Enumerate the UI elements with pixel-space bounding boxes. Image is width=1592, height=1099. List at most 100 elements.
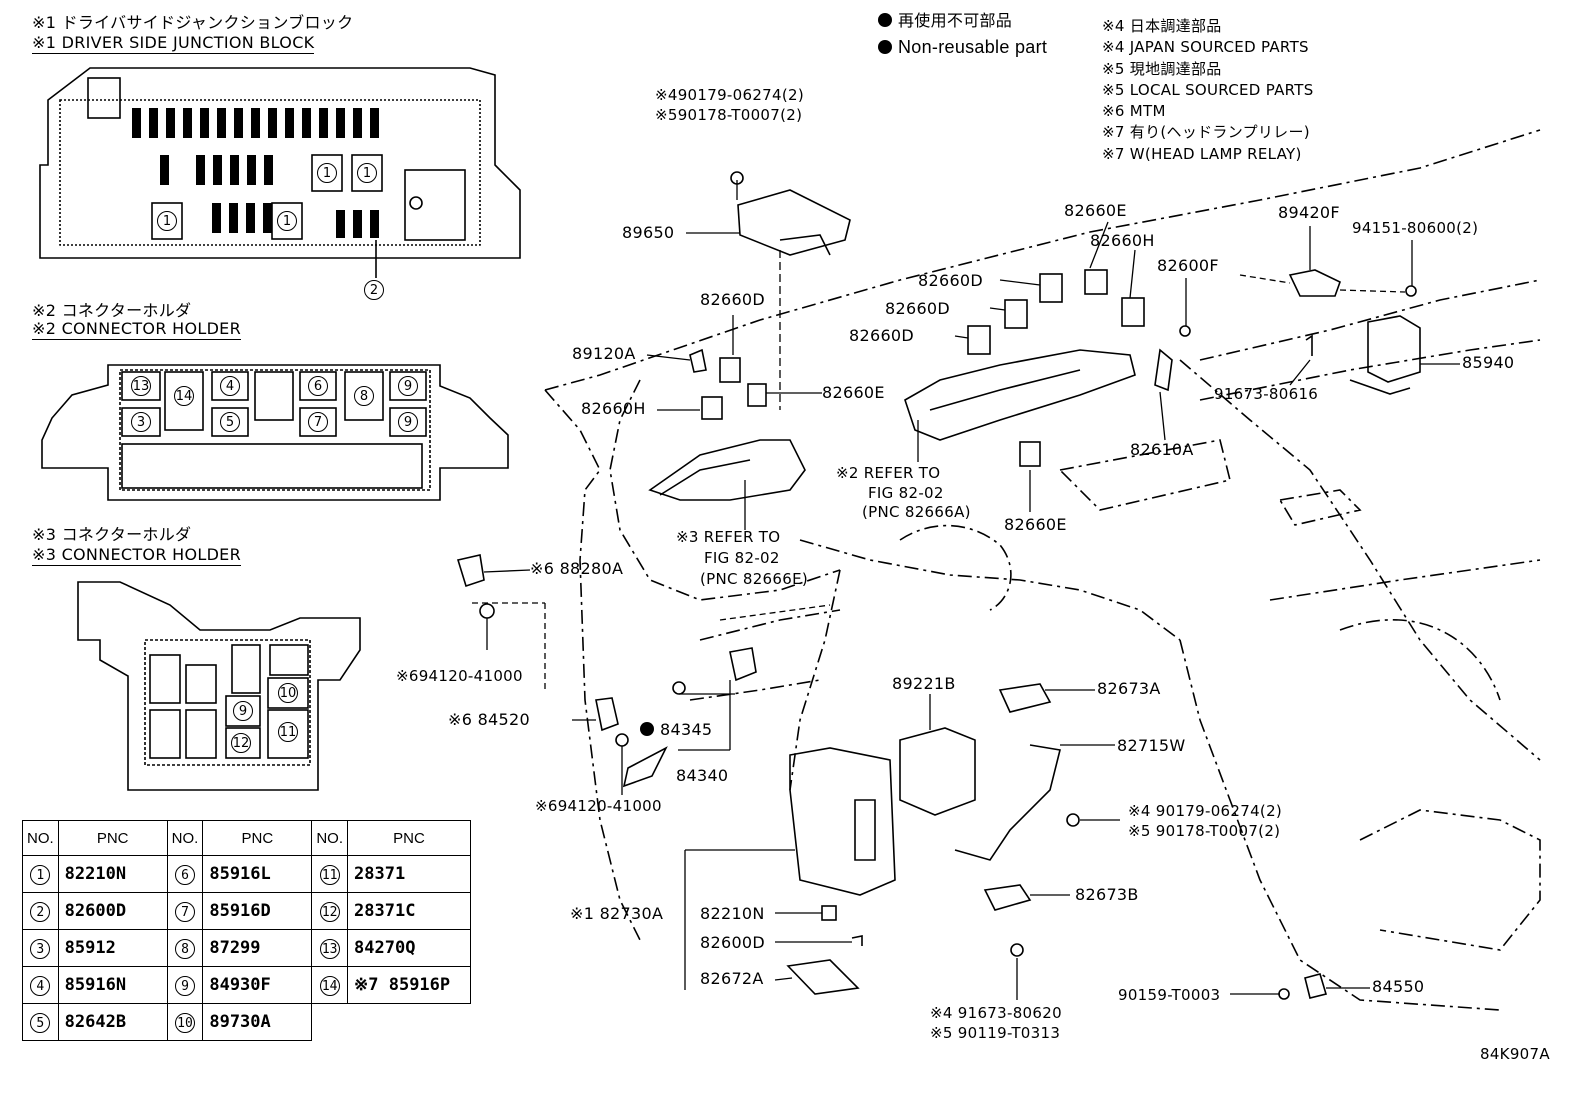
row-number: 9: [175, 975, 195, 996]
label-84340: 84340: [676, 766, 729, 785]
note-7-en: ※7 W(HEAD LAMP RELAY): [1102, 145, 1302, 163]
junction-block-title-en: ※1 DRIVER SIDE JUNCTION BLOCK: [32, 33, 315, 54]
jb-slot-1a: 1: [317, 163, 337, 183]
label-82600D: 82600D: [700, 933, 766, 952]
label-82660D-a: 82660D: [700, 290, 766, 309]
label-84345: 84345: [640, 721, 712, 739]
junction-block-callout: 2: [364, 280, 384, 300]
ch2-slot-9a: 9: [398, 376, 418, 396]
note-6: ※6 MTM: [1102, 102, 1166, 120]
ch2-slot-3: 3: [131, 412, 151, 432]
row-number: 5: [30, 1012, 51, 1033]
ch2-slot-8: 8: [354, 386, 374, 406]
label-90159: 90159-T0003: [1118, 986, 1221, 1004]
label-refer2-c: (PNC 82666A): [862, 503, 971, 521]
note-5-jp: ※5 現地調達部品: [1102, 60, 1222, 78]
ch3-slot-12: 12: [231, 733, 251, 753]
pnc-cell: 28371C: [347, 892, 472, 930]
table-row: 4 85916N 9 84930F 14 ※7 85916P: [22, 966, 472, 1004]
jb-slot-1d: 1: [277, 211, 297, 231]
pnc-cell: ※7 85916P: [347, 966, 472, 1004]
label-90179-top: ※490179-06274(2): [655, 86, 805, 104]
label-82600F: 82600F: [1157, 256, 1219, 275]
table-row: 2 82600D 7 85916D 12 28371C: [22, 892, 472, 930]
header-pnc-1: PNC: [57, 820, 168, 856]
label-91673-a: 91673-80616: [1214, 385, 1319, 403]
connector-holder-2-title-en: ※2 CONNECTOR HOLDER: [32, 319, 242, 340]
label-refer3-a: ※3 REFER TO: [676, 528, 781, 546]
row-number: 11: [319, 864, 340, 885]
part-sketches: [456, 171, 1421, 1000]
label-91673-b: ※4 91673-80620: [930, 1004, 1062, 1022]
row-number: 8: [175, 938, 195, 959]
label-94151: 94151-80600(2): [1352, 219, 1479, 237]
note-5-en: ※5 LOCAL SOURCED PARTS: [1102, 81, 1314, 99]
non-reusable-dot-icon: [640, 722, 654, 736]
connector-holder-3-title-en: ※3 CONNECTOR HOLDER: [32, 545, 242, 566]
ch2-slot-7: 7: [308, 412, 328, 432]
label-82660E-b: 82660E: [1004, 515, 1067, 534]
connector-holder-3-title-jp: ※3 コネクターホルダ: [32, 525, 192, 544]
label-82660E-top: 82660E: [1064, 201, 1127, 220]
label-88280A: ※6 88280A: [530, 559, 624, 578]
header-pnc-3: PNC: [347, 820, 472, 856]
label-84550: 84550: [1372, 977, 1425, 996]
pnc-cell: 85916L: [202, 855, 313, 893]
row-number: 7: [175, 901, 195, 922]
row-number: 4: [30, 975, 51, 996]
legend-non-reusable-jp: 再使用不可部品: [878, 12, 1012, 30]
pnc-cell: 28371: [347, 855, 472, 893]
label-82730A: ※1 82730A: [570, 904, 664, 923]
pnc-cell: 82642B: [57, 1003, 168, 1041]
label-82210N: 82210N: [700, 904, 765, 923]
connector-holder-3-inset: [77, 581, 361, 791]
figure-number: 84K907A: [1480, 1045, 1550, 1063]
label-84520: ※6 84520: [448, 710, 530, 729]
header-no-1: NO.: [22, 820, 59, 856]
ch3-slot-9: 9: [233, 701, 253, 721]
non-reusable-dot-icon: [878, 13, 892, 27]
header-no-3: NO.: [311, 820, 349, 856]
label-94120-b: ※694120-41000: [535, 797, 662, 815]
pnc-cell: 89730A: [202, 1003, 313, 1041]
pnc-cell: 85916D: [202, 892, 313, 930]
row-number: 1: [30, 864, 51, 885]
label-82610A: 82610A: [1130, 440, 1194, 459]
label-89650: 89650: [622, 223, 675, 242]
label-82660D-d: 82660D: [849, 326, 915, 345]
header-no-2: NO.: [166, 820, 204, 856]
note-7-jp: ※7 有り(ヘッドランプリレー): [1102, 123, 1310, 141]
label-90119: ※5 90119-T0313: [930, 1024, 1061, 1042]
table-row: 1 82210N 6 85916L 11 28371: [22, 855, 472, 893]
ch2-slot-9b: 9: [398, 412, 418, 432]
junction-block-inset: [39, 67, 521, 278]
note-4-jp: ※4 日本調達部品: [1102, 17, 1222, 35]
label-82672A: 82672A: [700, 969, 764, 988]
ch3-slot-11: 11: [278, 722, 298, 742]
jb-slot-1b: 1: [357, 163, 377, 183]
label-82660H-a: 82660H: [581, 399, 646, 418]
label-82660D-c: 82660D: [885, 299, 951, 318]
label-82715W: 82715W: [1117, 736, 1186, 755]
label-refer2-a: ※2 REFER TO: [836, 464, 941, 482]
label-refer2-b: FIG 82-02: [868, 484, 944, 502]
label-82660E-a: 82660E: [822, 383, 885, 402]
label-82660H-b: 82660H: [1090, 231, 1155, 250]
ch2-slot-13: 13: [131, 376, 151, 396]
row-number: 3: [30, 938, 51, 959]
connector-holder-2-title-jp: ※2 コネクターホルダ: [32, 301, 192, 320]
label-85940: 85940: [1462, 353, 1515, 372]
jb-slot-1c: 1: [157, 211, 177, 231]
row-number: 2: [30, 901, 51, 922]
row-number: 14: [319, 975, 340, 996]
label-94120-a: ※694120-41000: [396, 667, 523, 685]
header-pnc-2: PNC: [202, 820, 313, 856]
table-row: 5 82642B 10 89730A: [22, 1003, 471, 1041]
non-reusable-dot-icon: [878, 40, 892, 54]
pnc-cell: 84270Q: [347, 929, 472, 967]
ch3-slot-10: 10: [278, 683, 298, 703]
label-89221B: 89221B: [892, 674, 956, 693]
ch2-slot-14: 14: [174, 386, 194, 406]
